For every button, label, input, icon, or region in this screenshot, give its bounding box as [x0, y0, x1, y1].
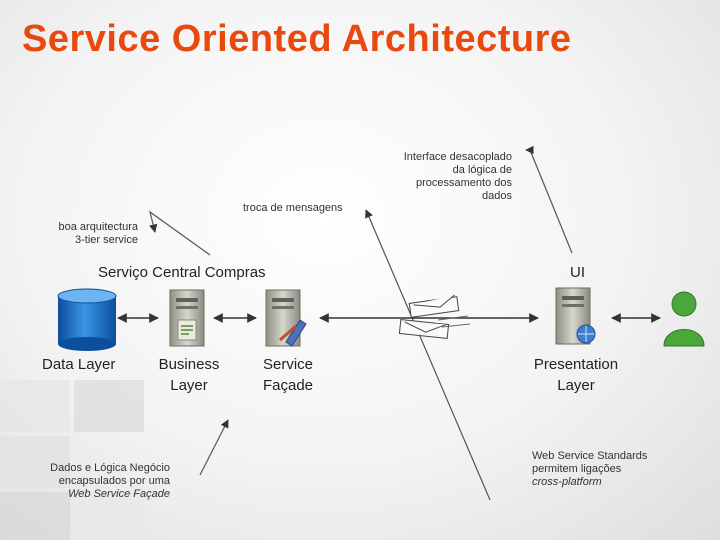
label-service-facade: Service Façade — [262, 356, 314, 394]
user-icon — [663, 291, 705, 347]
leader-dados — [199, 419, 229, 476]
database-icon — [57, 288, 117, 351]
leader-tier — [149, 210, 211, 256]
service-server-icon — [265, 289, 307, 347]
annotation-interface: Interface desacoplado da lógica de proce… — [403, 151, 512, 202]
label-data-layer: Data Layer — [42, 356, 116, 373]
presentation-server-icon — [555, 287, 596, 345]
annotation-mensagens: troca de mensagens — [243, 202, 343, 214]
label-presentation-layer: Presentation Layer — [533, 356, 619, 394]
slide-title: Service Oriented Architecture — [22, 18, 572, 60]
group-label-ui: UI — [570, 264, 585, 281]
decorative-tiles — [0, 380, 260, 540]
annotation-standards: Web Service Standards permitem ligações … — [532, 450, 648, 488]
leader-standards-mensagens — [365, 209, 491, 501]
annotation-leaders — [149, 145, 573, 501]
message-envelopes-icon — [398, 294, 471, 340]
label-business-layer: Business Layer — [158, 356, 220, 394]
business-server-icon — [169, 289, 205, 347]
annotation-dados: Dados e Lógica Negócio encapsulados por … — [50, 462, 170, 500]
group-label-central: Serviço Central Compras — [98, 264, 266, 281]
annotation-tier: boa arquitectura 3-tier service — [58, 221, 139, 246]
leader-interface — [525, 145, 573, 254]
